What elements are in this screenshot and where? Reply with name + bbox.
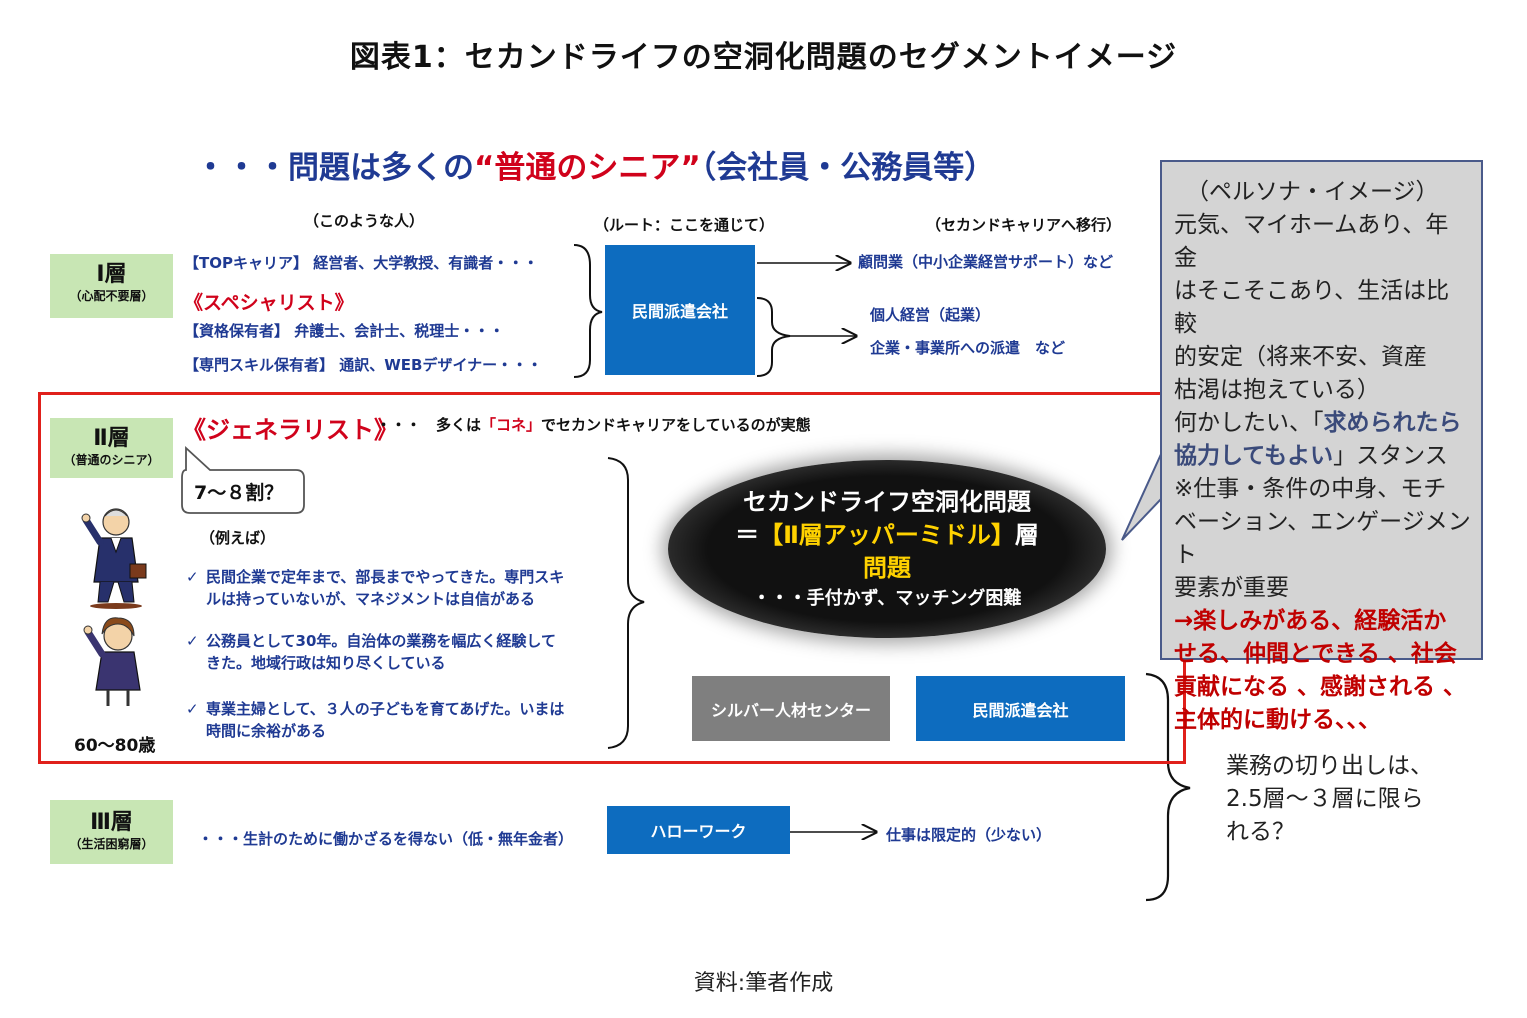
layer2-route-dispatch: 民間派遣会社 — [916, 676, 1125, 741]
layer2-desc-pre: ・・・ 多くは — [376, 416, 482, 434]
layer3-sub: （生活困窮層） — [69, 837, 154, 851]
persona-line: 元気、マイホームあり、年金 — [1174, 212, 1449, 271]
persona-red-line: せる、仲間とできる 、社会 — [1174, 641, 1457, 667]
example-line: きた。地域行政は知り尽くしている — [206, 654, 446, 672]
layer2-description: ・・・ 多くは「コネ」でセカンドキャリアをしているのが実態 — [376, 414, 811, 435]
problem-eq-highlight: 【Ⅱ層アッパーミドル】 — [759, 521, 1015, 549]
layer1-sub: （心配不要層） — [69, 289, 154, 303]
column-header-career: （セカンドキャリアへ移行） — [926, 216, 1122, 234]
example-line: 公務員として30年。自治体の業務を幅広く経験して — [206, 632, 556, 650]
side-note-line: 2.5層～３層に限ら — [1226, 786, 1424, 812]
persona-note: 要素が重要 — [1174, 575, 1289, 601]
figure-title: 図表1：セカンドライフの空洞化問題のセグメントイメージ — [349, 40, 1178, 75]
persona-callout: （ペルソナ・イメージ） 元気、マイホームあり、年金 はそこそこあり、生活は比較 … — [1160, 160, 1483, 733]
brace-side-note — [1145, 672, 1191, 902]
example-line: 専業主婦として、３人の子どもを育てあげた。いまは — [206, 700, 565, 718]
layer2-generalist: 《ジェネラリスト》 — [182, 416, 398, 444]
layer1-dest-advisor: 顧問業（中小企業経営サポート）など — [858, 253, 1114, 271]
example-item: ✓ 民間企業で定年まで、部長までやってきた。専門スキ ルは持っていないが、マネジメ… — [186, 566, 606, 610]
persona-note: ベーション、エンゲージメント — [1174, 509, 1471, 568]
problem-line3: 問題 — [863, 554, 911, 582]
layer2-label: Ⅱ層 （普通のシニア） — [50, 418, 173, 478]
persona-red-line: 主体的に動ける、、、 — [1174, 707, 1381, 733]
layer2-desc-post: でセカンドキャリアをしているのが実態 — [541, 416, 811, 434]
layer1-name: Ⅰ層 — [96, 262, 127, 287]
persona-stance-bold1: 求められたら — [1323, 410, 1462, 436]
senior-woman-illustration — [83, 617, 141, 706]
bubble-text: 7～８割？ — [194, 482, 284, 504]
example-item: ✓ 専業主婦として、３人の子どもを育てあげた。いまは 時間に余裕がある — [186, 698, 606, 742]
column-header-people: （このような人） — [304, 212, 425, 230]
example-label: （例えば） — [200, 529, 276, 547]
layer1-top-career: 【TOPキャリア】 経営者、大学教授、有識者・・・ — [184, 254, 539, 272]
example-line: ルは持っていないが、マネジメントは自信がある — [206, 590, 535, 608]
example-item: ✓ 公務員として30年。自治体の業務を幅広く経験して きた。地域行政は知り尽くして… — [186, 630, 606, 674]
brace-layer1-right — [756, 297, 791, 377]
check-icon: ✓ — [186, 632, 199, 650]
persona-stance-pre: 何かしたい、「 — [1174, 410, 1324, 436]
problem-ellipse — [668, 460, 1106, 638]
example-line: 民間企業で定年まで、部長までやってきた。専門スキ — [206, 568, 565, 586]
persona-line: 枯渇は抱えている） — [1174, 377, 1380, 403]
persona-stance-post: 」スタンス — [1333, 443, 1448, 469]
layer1-dest-dispatch: 企業・事業所への派遣 など — [870, 339, 1066, 357]
layer3-description: ・・・生計のために働かざるを得ない（低・無年金者） — [198, 830, 574, 848]
layer3-route-box: ハローワーク — [607, 806, 790, 854]
side-note: 業務の切り出しは、 2.5層～３層に限ら れる？ — [1226, 750, 1433, 849]
problem-title: セカンドライフ空洞化問題 — [743, 488, 1031, 516]
brace-layer1-left — [573, 244, 603, 378]
side-note-line: 業務の切り出しは、 — [1226, 753, 1433, 779]
column-header-route: （ルート：ここを通じて） — [594, 216, 775, 234]
example-line: 時間に余裕がある — [206, 722, 327, 740]
layer1-label: Ⅰ層 （心配不要層） — [50, 254, 173, 318]
source-caption: 資料:筆者作成 — [693, 971, 834, 996]
persona-stance-2: 協力してもよい」スタンス — [1174, 440, 1471, 473]
layer2-route-silver: シルバー人材センター — [692, 676, 890, 741]
check-icon: ✓ — [186, 568, 199, 586]
headline-suffix: （会社員・公務員等） — [700, 150, 996, 186]
check-icon: ✓ — [186, 700, 199, 718]
layer3-name: Ⅲ層 — [90, 810, 133, 835]
problem-subtext: ・・・手付かず、マッチング困難 — [752, 588, 1022, 609]
layer1-qualified: 【資格保有者】 弁護士、会計士、税理士・・・ — [184, 322, 505, 340]
layer1-specialist: 《スペシャリスト》 — [184, 292, 354, 314]
layer3-label: Ⅲ層 （生活困窮層） — [50, 800, 173, 864]
age-range: 60～80歳 — [74, 736, 156, 756]
headline-prefix: ・・・問題は多くの — [195, 150, 474, 186]
speech-bubble — [181, 445, 305, 514]
persona-stance-bold2: 協力してもよい — [1174, 443, 1334, 469]
problem-text: セカンドライフ空洞化問題 ＝【Ⅱ層アッパーミドル】層 問題 ・・・手付かず、マッ… — [668, 486, 1106, 613]
layer2-desc-red: 「コネ」 — [481, 416, 542, 434]
persona-line: （ペルソナ・イメージ） — [1186, 179, 1439, 205]
persona-line: 的安定（将来不安、資産 — [1174, 344, 1427, 370]
side-note-line: れる？ — [1226, 819, 1295, 845]
layer2-name: Ⅱ層 — [93, 426, 130, 451]
brace-layer2 — [607, 457, 645, 749]
problem-equation: ＝【Ⅱ層アッパーミドル】層 — [668, 519, 1106, 552]
layer3-dest: 仕事は限定的（少ない） — [886, 826, 1052, 844]
persona-line: はそこそこあり、生活は比較 — [1174, 278, 1450, 337]
persona-red-line: 貢献になる 、感謝される 、 — [1174, 674, 1467, 700]
problem-eq-post: 層 — [1014, 521, 1039, 549]
persona-note: ※仕事・条件の中身、モチ — [1174, 476, 1447, 502]
persona-stance: 何かしたい、「求められたら — [1174, 407, 1471, 440]
layer1-skilled: 【専門スキル保有者】 通訳、WEBデザイナー・・・ — [184, 356, 543, 374]
senior-man-illustration — [81, 508, 147, 609]
headline: ・・・問題は多くの“普通のシニア”（会社員・公務員等） — [195, 142, 995, 187]
layer2-sub: （普通のシニア） — [63, 453, 160, 467]
problem-eq-pre: ＝ — [735, 521, 760, 549]
persona-red-line: →楽しみがある、経験活か — [1174, 608, 1447, 634]
headline-highlight: “普通のシニア” — [474, 150, 701, 186]
layer1-route-box: 民間派遣会社 — [605, 245, 755, 375]
layer1-dest-startup: 個人経営（起業） — [870, 306, 991, 324]
